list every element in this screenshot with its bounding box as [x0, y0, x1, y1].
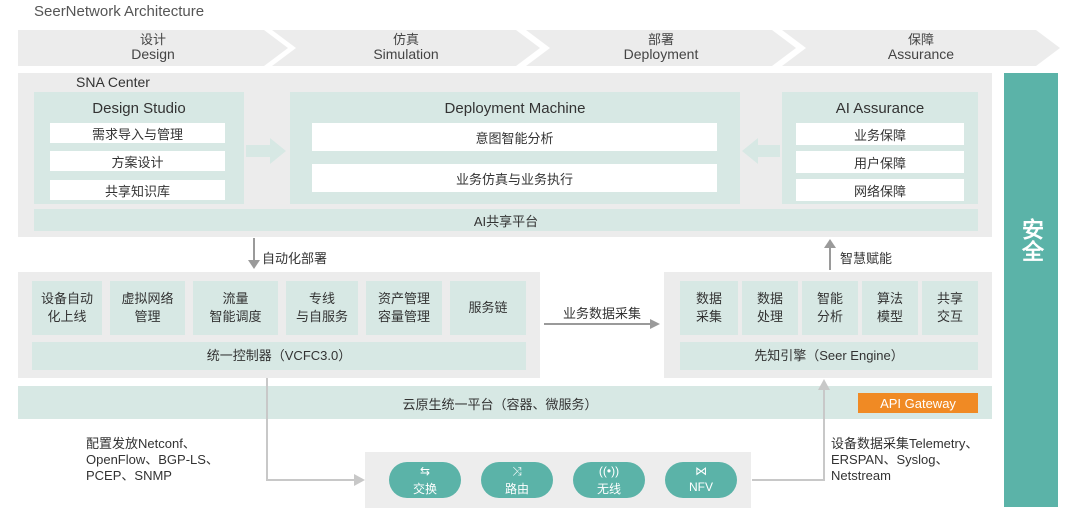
- design-item: 共享知识库: [50, 180, 225, 200]
- phase-zh-label: 仿真: [392, 32, 419, 47]
- engine-cell: 算法 模型: [862, 281, 918, 335]
- deployment-item: 业务仿真与业务执行: [312, 164, 717, 192]
- controller-cell: 服务链: [450, 281, 526, 335]
- phase-en-label: Assurance: [887, 46, 955, 62]
- controller-cell: 虚拟网络 管理: [110, 281, 185, 335]
- device-wireless: ((•)) 无线: [573, 462, 645, 498]
- security-label: 安全: [1019, 218, 1044, 262]
- assurance-item: 网络保障: [796, 179, 964, 201]
- deployment-item: 意图智能分析: [312, 123, 717, 151]
- controller-bar: 统一控制器（VCFC3.0）: [32, 342, 526, 370]
- phase-en-label: Simulation: [373, 46, 439, 62]
- auto-deploy-label: 自动化部署: [262, 251, 328, 266]
- nfv-icon: ⋈: [695, 464, 707, 478]
- left-protocols: 配置发放Netconf、 OpenFlow、BGP-LS、 PCEP、SNMP: [86, 436, 219, 484]
- sna-center-label: SNA Center: [76, 74, 150, 90]
- protocol-line: 设备数据采集Telemetry、: [831, 436, 979, 451]
- right-arrow-icon: [544, 319, 660, 329]
- controller-cell: 专线 与自服务: [286, 281, 358, 335]
- cloud-platform-bar: [18, 386, 992, 419]
- design-item: 方案设计: [50, 151, 225, 171]
- device-label: NFV: [689, 480, 713, 494]
- protocol-line: OpenFlow、BGP-LS、: [86, 452, 219, 467]
- router-icon: ⤨: [512, 464, 522, 478]
- down-arrow-icon: [248, 238, 260, 269]
- engine-cell: 共享 交互: [922, 281, 978, 335]
- device-nfv: ⋈ NFV: [665, 462, 737, 498]
- phase-zh-label: 设计: [139, 32, 166, 47]
- engine-cell: 数据 采集: [680, 281, 738, 335]
- phase-simulation: 仿真 Simulation: [272, 30, 540, 66]
- right-arrow-icon: [246, 138, 286, 164]
- engine-bar: 先知引擎（Seer Engine）: [680, 342, 978, 370]
- up-arrow-icon: [824, 239, 836, 270]
- device-label: 无线: [596, 482, 621, 496]
- left-arrow-icon: [742, 138, 780, 164]
- wireless-icon: ((•)): [598, 464, 620, 478]
- phase-deployment: 部署 Deployment: [526, 30, 796, 66]
- security-bar: [1004, 73, 1058, 507]
- ai-shared-platform: AI共享平台: [34, 209, 978, 231]
- api-gateway-badge: API Gateway: [858, 393, 978, 413]
- controller-cell: 资产管理 容量管理: [366, 281, 442, 335]
- phase-en-label: Design: [131, 46, 175, 62]
- engine-cell: 智能 分析: [802, 281, 858, 335]
- device-switch: ⇆ 交换: [389, 462, 461, 498]
- deployment-machine-title: Deployment Machine: [444, 99, 586, 117]
- protocol-line: Netstream: [831, 468, 891, 483]
- design-studio-title: Design Studio: [92, 99, 186, 117]
- assurance-item: 用户保障: [796, 151, 964, 173]
- service-collect-label: 业务数据采集: [562, 305, 641, 321]
- controller-cell: 设备自动 化上线: [32, 281, 102, 335]
- switch-icon: ⇆: [419, 464, 431, 478]
- ai-assurance-title: AI Assurance: [835, 99, 925, 117]
- assurance-item: 业务保障: [796, 123, 964, 145]
- engine-cell: 数据 处理: [742, 281, 798, 335]
- diagram-title: SeerNetwork Architecture: [34, 3, 205, 20]
- right-protocols: 设备数据采集Telemetry、 ERSPAN、Syslog、 Netstrea…: [831, 436, 978, 484]
- smart-empower-label: 智慧赋能: [840, 251, 893, 266]
- device-label: 路由: [504, 482, 529, 496]
- phase-en-label: Deployment: [623, 46, 699, 62]
- phase-assurance: 保障 Assurance: [782, 30, 1060, 66]
- device-label: 交换: [412, 482, 437, 496]
- controller-cell: 流量 智能调度: [193, 281, 278, 335]
- design-item: 需求导入与管理: [50, 123, 225, 143]
- phase-zh-label: 保障: [907, 32, 934, 47]
- protocol-line: PCEP、SNMP: [86, 468, 172, 483]
- phase-zh-label: 部署: [647, 32, 674, 47]
- protocol-line: 配置发放Netconf、: [86, 436, 196, 451]
- protocol-line: ERSPAN、Syslog、: [831, 452, 949, 467]
- cloud-platform-label: 云原生统一平台（容器、微服务）: [402, 396, 598, 412]
- device-router: ⤨ 路由: [481, 462, 553, 498]
- phase-design: 设计 Design: [18, 30, 288, 66]
